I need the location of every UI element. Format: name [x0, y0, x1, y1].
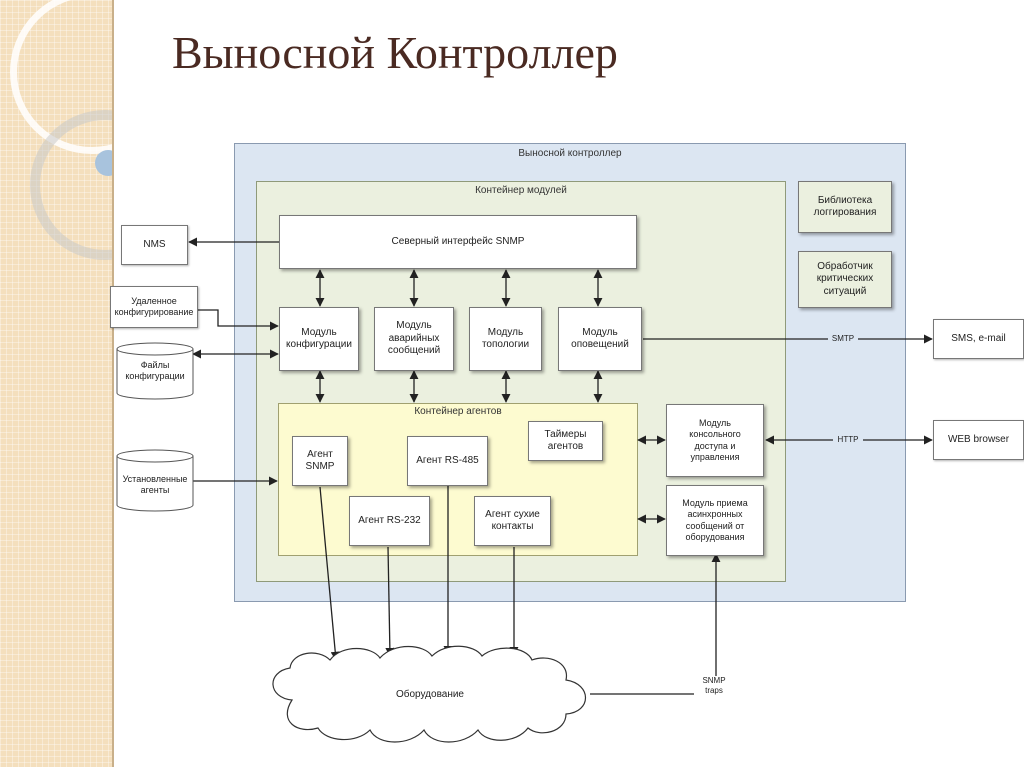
remote-config-box: Удаленное конфигурирование [110, 286, 198, 328]
sms-email-box: SMS, e-mail [933, 319, 1024, 359]
installed-agents-db-body [116, 456, 194, 512]
controller-zone-label: Выносной контроллер [518, 148, 622, 159]
decorative-dot [95, 150, 112, 176]
installed-agents-label: Установленные агенты [122, 474, 188, 495]
snmp-traps-label: SNMP traps [694, 676, 734, 696]
slide-title: Выносной Контроллер [172, 27, 618, 78]
strip-edge [112, 0, 114, 767]
async-receive-module: Модуль приема асинхронных сообщений от о… [666, 485, 764, 556]
notification-module: Модуль оповещений [558, 307, 642, 371]
config-module: Модуль конфигурации [279, 307, 359, 371]
topology-module: Модуль топологии [469, 307, 542, 371]
agent-rs485: Агент RS-485 [407, 436, 488, 486]
logging-library: Библиотека логгирования [798, 181, 892, 233]
web-browser-box: WEB browser [933, 420, 1024, 460]
config-files-db-body [116, 349, 194, 400]
decorative-side-strip [0, 0, 112, 767]
agent-dry-contacts: Агент сухие контакты [474, 496, 551, 546]
nms-box: NMS [121, 225, 188, 265]
smtp-label: SMTP [828, 334, 858, 344]
north-snmp-interface: Северный интерфейс SNMP [279, 215, 637, 269]
equipment-cloud [272, 645, 586, 743]
config-files-db-top [116, 342, 194, 356]
critical-situation-handler: Обработчик критических ситуаций [798, 251, 892, 308]
config-files-label: Файлы конфигурации [125, 360, 185, 381]
alarm-module: Модуль аварийных сообщений [374, 307, 454, 371]
module-container-label: Контейнер модулей [475, 185, 567, 196]
http-label: HTTP [833, 435, 863, 445]
agent-timers: Таймеры агентов [528, 421, 603, 461]
console-access-module: Модуль консольного доступа и управления [666, 404, 764, 477]
agent-snmp: Агент SNMP [292, 436, 348, 486]
installed-agents-db-top [116, 449, 194, 463]
agent-container-label: Контейнер агентов [414, 406, 502, 417]
agent-rs232: Агент RS-232 [349, 496, 430, 546]
equipment-label: Оборудование [395, 689, 464, 700]
